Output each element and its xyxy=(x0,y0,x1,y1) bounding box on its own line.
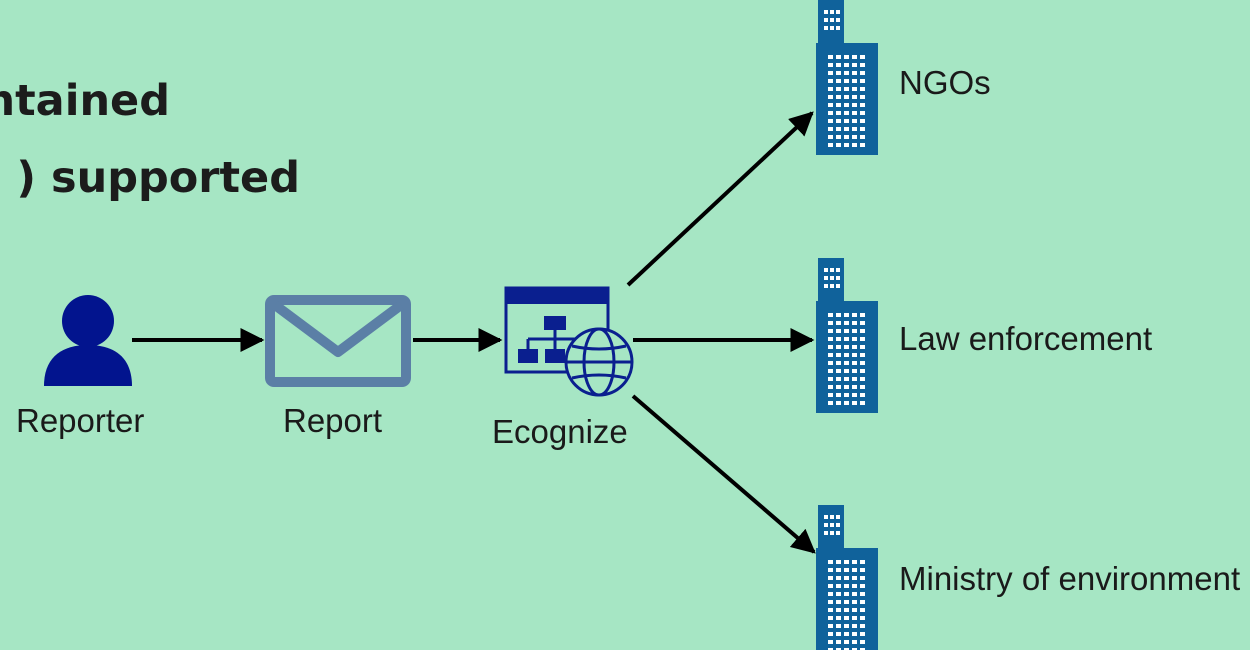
heading-line-2: ) supported xyxy=(16,153,300,203)
envelope-icon xyxy=(265,295,411,387)
building-icon-ngos xyxy=(816,0,878,155)
arrow-ecognize-ngos xyxy=(626,111,814,287)
reporter-label: Reporter xyxy=(16,402,145,439)
law-enforcement-label: Law enforcement xyxy=(899,320,1153,357)
ngos-label: NGOs xyxy=(899,64,991,101)
building-icon-ministry xyxy=(816,505,878,650)
ministry-label: Ministry of environment xyxy=(899,560,1241,597)
building-icon-law xyxy=(816,258,878,413)
report-label: Report xyxy=(283,402,383,439)
ecognize-label: Ecognize xyxy=(492,413,628,450)
web-app-icon xyxy=(504,286,634,397)
heading-line-1: ntained xyxy=(0,76,170,126)
arrow-ecognize-ministry xyxy=(631,394,816,554)
person-icon xyxy=(44,295,132,386)
